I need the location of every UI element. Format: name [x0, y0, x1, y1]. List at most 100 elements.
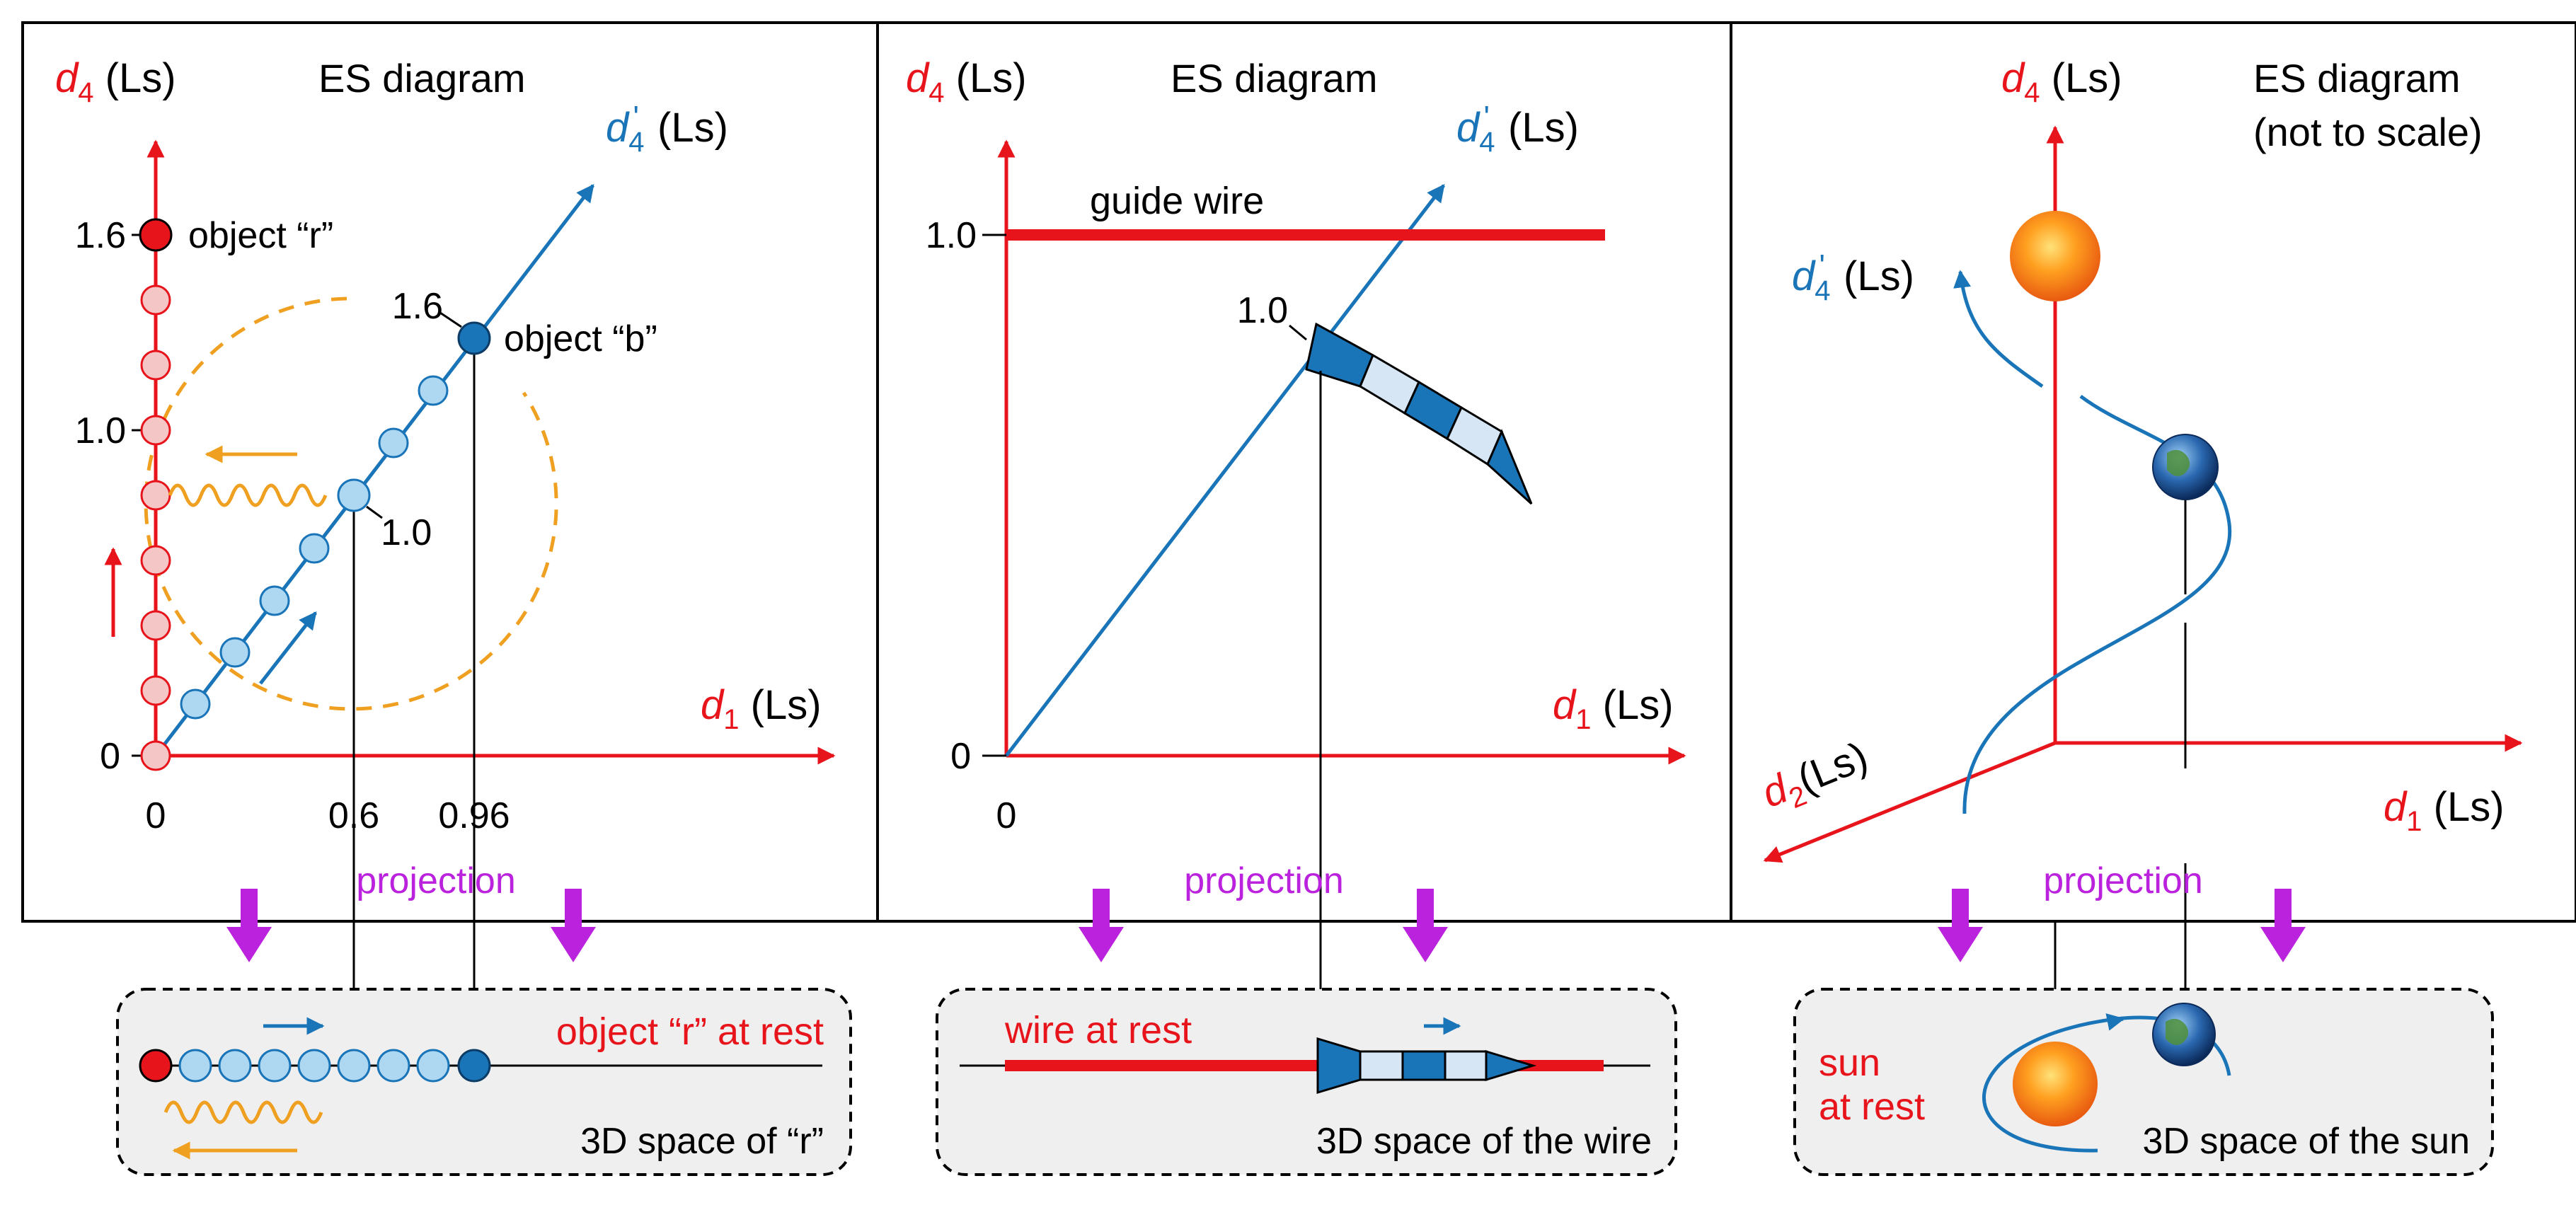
p1-ytick-label-0: 0: [100, 736, 120, 777]
p2-d4prime-label: d4' (Ls): [1456, 100, 1579, 158]
box-arrow-segment: [1359, 1050, 1404, 1081]
p1-object-b-label: object “b”: [504, 318, 657, 359]
projection-arrow: [1938, 889, 1983, 962]
box-3-title-line1: sun: [1819, 1042, 1880, 1084]
box-2-title: wire at rest: [1004, 1009, 1192, 1051]
p3-title-line2: (not to scale): [2253, 110, 2483, 154]
p2-guide-wire-label: guide wire: [1090, 180, 1264, 222]
p2-ytick-label-1-0: 1.0: [926, 215, 977, 256]
p3-projection-label: projection: [2043, 860, 2202, 901]
p1-ytick-label-1-6: 1.6: [75, 215, 126, 256]
box-3-frame: [1793, 988, 2494, 1176]
projection-arrow: [2260, 889, 2306, 962]
p1-title: ES diagram: [318, 56, 526, 100]
box-3-title-line2: at rest: [1819, 1085, 1925, 1128]
p2-title: ES diagram: [1171, 56, 1378, 100]
p1-projection-label: projection: [356, 860, 515, 901]
p1-xtick-label-0: 0: [146, 795, 166, 836]
purple-arrows: [226, 889, 2306, 962]
p2-tick-leader: [1289, 324, 1307, 341]
r-point: [140, 610, 171, 641]
p1-b-motion-arrow: [259, 611, 317, 685]
r-point: [140, 415, 171, 446]
projection-arrow: [1079, 889, 1124, 962]
b-point: [180, 688, 211, 720]
p3-d4prime-label: d4' (Ls): [1792, 248, 1914, 306]
p1-d4prime-axis: [154, 184, 594, 757]
b-point: [299, 533, 330, 564]
p2-d4prime-axis: [1005, 184, 1445, 757]
projection-arrows: projection projection projection: [226, 860, 2306, 962]
p2-ytick-label-0: 0: [950, 736, 971, 777]
box-1-b-point: [337, 1049, 371, 1083]
b-point: [337, 478, 371, 512]
p2-projection-label: projection: [1184, 860, 1343, 901]
projection-arrow: [226, 889, 272, 962]
box-1-b-point: [178, 1049, 212, 1083]
box-1: object “r” at rest 3D space of “r”: [116, 988, 852, 1176]
p1-tilted-tick-1-6: 1.6: [392, 286, 443, 327]
p3-title-line1: ES diagram: [2253, 56, 2461, 100]
panel-2: d4 (Ls) ES diagram d4' (Ls) d1 (Ls) 1.0 …: [906, 55, 1686, 991]
p3-d2-axis: [1763, 741, 2056, 863]
b-point: [418, 375, 449, 406]
box-2-caption: 3D space of the wire: [1316, 1121, 1652, 1162]
panel-3: d4 (Ls) ES diagram (not to scale) d4' (L…: [1756, 55, 2523, 991]
p2-arrow-object: [1305, 322, 1533, 505]
box-3-orbit-arrow: [2105, 1013, 2125, 1031]
box-1-b-point: [297, 1049, 331, 1083]
box-1-b-point: [376, 1049, 410, 1083]
box-1-light-wave: [163, 1100, 323, 1124]
panel-3-frame: [1730, 21, 2576, 923]
p2-d1-label: d1 (Ls): [1553, 682, 1674, 735]
b-point: [259, 585, 290, 616]
p3-d1-label: d1 (Ls): [2384, 784, 2505, 837]
p1-dashed-arc: [144, 296, 558, 711]
box-1-object-b: [457, 1049, 491, 1083]
earth-land: [2167, 449, 2190, 476]
box-1-title: object “r” at rest: [556, 1010, 824, 1053]
r-point: [140, 480, 171, 511]
projection-arrow: [1403, 889, 1448, 962]
b-point-current: [457, 321, 491, 355]
box-arrow-segment: [1401, 1050, 1447, 1081]
box-3-sun-icon: [2013, 1042, 2098, 1126]
projection-arrow: [551, 889, 596, 962]
box-1-caption: 3D space of “r”: [580, 1121, 824, 1162]
box-1-frame: [116, 988, 852, 1176]
r-point: [140, 675, 171, 706]
p1-tick-1-0-leader: [366, 505, 383, 519]
p1-d4-label: d4 (Ls): [55, 55, 176, 108]
r-point-current: [139, 218, 173, 252]
p1-tick-1-6-leader: [439, 311, 462, 328]
p2-d4-label: d4 (Ls): [906, 55, 1027, 108]
b-point: [378, 427, 409, 459]
panel-1: d4 (Ls) ES diagram d4' (Ls) d1 (Ls) 1.6 …: [55, 55, 836, 991]
r-point: [140, 740, 171, 771]
p1-d1-label: d1 (Ls): [701, 682, 822, 735]
box-arrow-tip: [1485, 1049, 1537, 1082]
arrow-tip: [1486, 429, 1533, 505]
r-point: [140, 350, 171, 381]
box-3-earth-land: [2166, 1018, 2189, 1045]
p1-ytick-label-1-0: 1.0: [75, 410, 126, 451]
p3-earth-worldline-upper: [1953, 270, 2044, 388]
p3-d4-label: d4 (Ls): [2001, 55, 2122, 108]
box-3-caption: 3D space of the sun: [2142, 1121, 2470, 1162]
p2-xtick-label-0: 0: [996, 795, 1017, 836]
r-point: [140, 284, 171, 316]
p3-d2-label: d2(Ls): [1756, 733, 1877, 823]
p1-object-b-worldline: [180, 321, 491, 720]
box-3: sun at rest 3D space of the sun: [1793, 988, 2494, 1176]
p1-object-r-worldline: [139, 218, 173, 771]
panel-1-frame: [21, 21, 879, 923]
r-point: [140, 545, 171, 576]
p1-light-wave: [168, 483, 328, 507]
p1-d4prime-label: d4' (Ls): [606, 100, 728, 158]
box-arrow-segment: [1444, 1050, 1488, 1081]
box-2-arrow-object: [1316, 1037, 1537, 1095]
box-1-b-point: [258, 1049, 292, 1083]
box-2-frame: [936, 988, 1677, 1176]
